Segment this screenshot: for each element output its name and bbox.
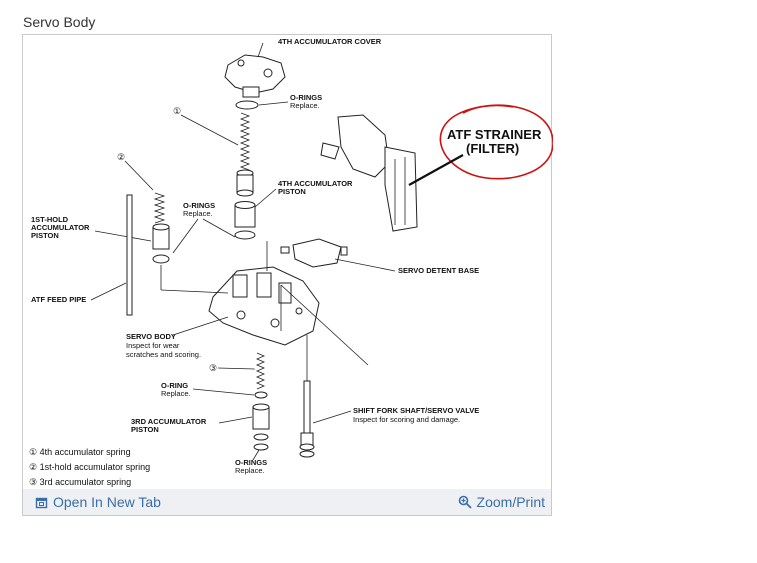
red-annotation-circle	[439, 104, 553, 180]
callout-1: ①	[173, 106, 181, 116]
zoom-icon	[458, 495, 472, 509]
label-acc3-piston-2: PISTON	[131, 425, 159, 434]
label-shift-fork-sub: Inspect for scoring and damage.	[353, 415, 460, 424]
callout-3: ③	[209, 363, 217, 373]
label-orings-bottom-sub: Replace.	[235, 466, 265, 475]
label-orings-bottom: O-RINGS	[235, 458, 267, 467]
label-orings-top: O-RINGS	[290, 93, 322, 102]
label-hold-piston-3: PISTON	[31, 231, 59, 240]
label-shift-fork: SHIFT FORK SHAFT/SERVO VALVE	[353, 406, 479, 415]
servo-body-diagram: 4TH ACCUMULATOR COVER O-RINGS Replace. ①…	[29, 37, 553, 487]
atf-strainer-part	[320, 114, 418, 232]
label-orings-top-sub: Replace.	[290, 101, 320, 110]
label-acc3-piston-1: 3RD ACCUMULATOR	[131, 417, 207, 426]
label-oring-low-sub: Replace.	[161, 389, 191, 398]
hold-accumulator-spring	[153, 192, 166, 224]
label-orings-mid-sub: Replace.	[183, 209, 213, 218]
new-tab-icon	[35, 497, 48, 508]
zoom-print-label: Zoom/Print	[476, 494, 545, 510]
label-hold-piston-1: 1ST-HOLD	[31, 215, 69, 224]
accumulator-cover-part	[224, 54, 286, 98]
label-detent: SERVO DETENT BASE	[398, 266, 479, 275]
legend-item-3: ③ 3rd accumulator spring	[29, 477, 131, 487]
open-in-new-tab-button[interactable]: Open In New Tab	[35, 494, 161, 510]
accumulator-spring-3rd	[255, 352, 266, 390]
label-acc4-piston-1: 4TH ACCUMULATOR	[278, 179, 353, 188]
label-servo-body: SERVO BODY	[126, 332, 176, 341]
servo-detent-base-part	[280, 238, 348, 268]
strainer-pointer-line	[408, 154, 464, 186]
label-strainer-1: ATF STRAINER	[447, 127, 542, 142]
label-feed-pipe: ATF FEED PIPE	[31, 295, 86, 304]
atf-feed-pipe	[126, 194, 133, 316]
accumulator-spring-4th	[239, 112, 251, 180]
legend-item-1: ① 4th accumulator spring	[29, 447, 131, 457]
label-strainer-2: (FILTER)	[466, 141, 519, 156]
label-servo-body-sub1: Inspect for wear	[126, 341, 180, 350]
servo-body-part	[208, 266, 320, 346]
callout-2: ②	[117, 152, 125, 162]
label-oring-low: O-RING	[161, 381, 188, 390]
label-hold-piston-2: ACCUMULATOR	[31, 223, 90, 232]
image-footer-bar: Open In New Tab Zoom/Print	[23, 489, 551, 515]
label-orings-mid: O-RINGS	[183, 201, 215, 210]
image-frame: 4TH ACCUMULATOR COVER O-RINGS Replace. ①…	[22, 34, 553, 516]
shift-fork-shaft	[303, 380, 311, 434]
label-accumulator-cover: 4TH ACCUMULATOR COVER	[278, 37, 382, 46]
open-in-new-tab-label: Open In New Tab	[53, 494, 161, 510]
label-acc4-piston-2: PISTON	[278, 187, 306, 196]
o-ring-top	[235, 100, 259, 110]
legend-item-2: ② 1st-hold accumulator spring	[29, 462, 150, 472]
label-servo-body-sub2: scratches and scoring.	[126, 350, 201, 359]
page-title: Servo Body	[23, 14, 96, 30]
zoom-print-button[interactable]: Zoom/Print	[458, 494, 545, 510]
